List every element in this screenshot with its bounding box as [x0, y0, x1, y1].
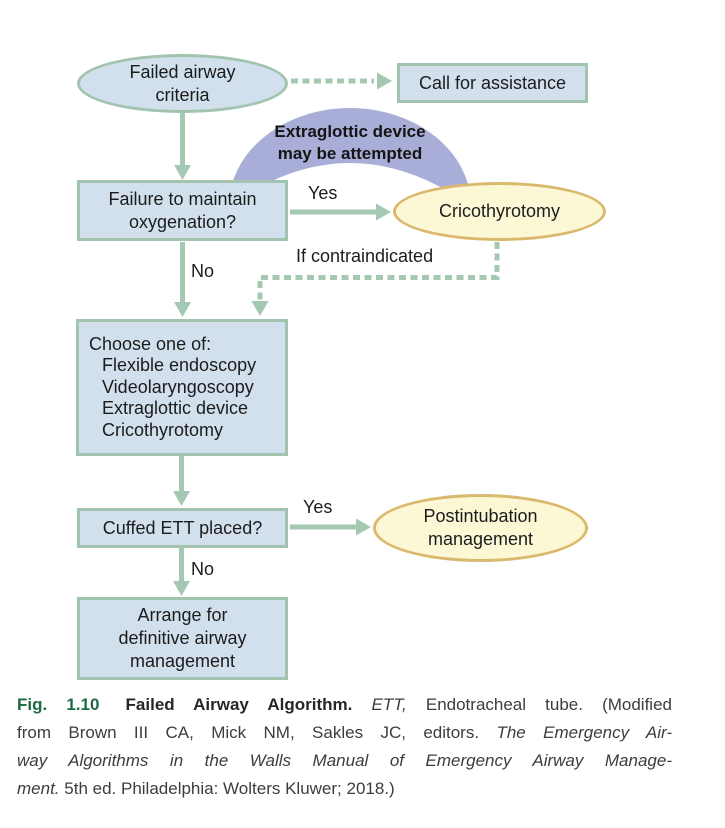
node-text-line: Call for assistance [418, 72, 567, 93]
caption-source-title: The Emergency Air- [496, 723, 672, 742]
node-text-line: criteria [155, 84, 210, 105]
node-cuffed-ett-placed: Cuffed ETT placed? [77, 508, 288, 548]
choose-title: Choose one of: [89, 333, 212, 354]
caption-ett-abbrev: ETT, [371, 695, 407, 714]
arrowhead-no-arrange [173, 581, 190, 596]
extraglottic-arc-shape [229, 108, 471, 206]
extraglottic-note-line: Extraglottic device [274, 122, 426, 141]
caption-figure-number: Fig. 1.10 [17, 695, 100, 714]
arrowhead-choose-to-cuffed [173, 491, 190, 506]
figure-caption: Fig. 1.10 Failed Airway Algorithm. ETT, … [17, 691, 672, 803]
node-arrange-definitive-airway: Arrange for definitive airway management [77, 597, 288, 680]
node-failed-airway-criteria: Failed airway criteria [77, 54, 288, 113]
node-failure-to-maintain-oxygenation: Failure to maintain oxygenation? [77, 180, 288, 241]
caption-line-1: Fig. 1.10 Failed Airway Algorithm. ETT, … [17, 691, 672, 719]
caption-source-title: ment. [17, 779, 60, 798]
extraglottic-note-line: may be attempted [277, 144, 423, 163]
node-text-line: Cricothyrotomy [438, 201, 561, 221]
choose-option: Flexible endoscopy [102, 355, 257, 376]
node-text-line: definitive airway [118, 628, 247, 648]
caption-line-2: from Brown III CA, Mick NM, Sakles JC, e… [17, 719, 672, 747]
edge-label-no-arrange: No [191, 559, 215, 579]
node-postintubation-management: Postintubation management [373, 494, 588, 562]
node-text-line: Arrange for [137, 605, 228, 625]
caption-text: from Brown III CA, Mick NM, Sakles JC, e… [17, 723, 480, 742]
caption-line-3: way Algorithms in the Walls Manual of Em… [17, 747, 672, 775]
caption-title: Failed Airway Algorithm. [125, 695, 353, 714]
node-choose-one-of: Choose one of: Flexible endoscopy Videol… [76, 319, 288, 456]
arrowhead-if-contraindicated [251, 301, 269, 316]
arrowhead-yes-cricothyrotomy [376, 203, 391, 221]
caption-text: 5th ed. Philadelphia: Wolters Kluwer; 20… [64, 779, 395, 798]
node-cricothyrotomy: Cricothyrotomy [393, 182, 606, 241]
choose-option: Videolaryngoscopy [102, 376, 254, 397]
node-text-line: Failed airway [129, 61, 236, 82]
arrowhead-yes-postintubation [356, 518, 371, 536]
arrowhead-no-choose [174, 302, 191, 317]
edge-label-yes-cricothyrotomy: Yes [308, 183, 338, 203]
arrowhead-call-assistance [377, 72, 392, 90]
arrowhead-failed-to-failure [174, 165, 191, 180]
node-text-line: oxygenation? [128, 211, 237, 232]
caption-text: Endotracheal tube. (Modified [425, 695, 672, 714]
edge-label-no-oxygenation: No [191, 261, 215, 281]
edge-label-yes-postintubation: Yes [303, 497, 333, 517]
edge-label-if-contraindicated: If contraindicated [296, 246, 434, 266]
choose-option: Cricothyrotomy [102, 419, 224, 440]
choose-option: Extraglottic device [102, 398, 249, 419]
node-text-line: management [427, 529, 534, 549]
dashed-arrow-if-contraindicated [257, 242, 500, 300]
node-text-line: management [129, 651, 236, 671]
extraglottic-note: Extraglottic device may be attempted [240, 121, 460, 165]
node-text-line: Cuffed ETT placed? [102, 517, 263, 538]
node-text-line: Failure to maintain [108, 188, 257, 209]
node-call-for-assistance: Call for assistance [397, 63, 588, 103]
caption-line-4: ment. 5th ed. Philadelphia: Wolters Kluw… [17, 775, 672, 803]
node-text-line: Postintubation [423, 506, 538, 526]
caption-source-title: way Algorithms in the Walls Manual of Em… [17, 751, 672, 770]
